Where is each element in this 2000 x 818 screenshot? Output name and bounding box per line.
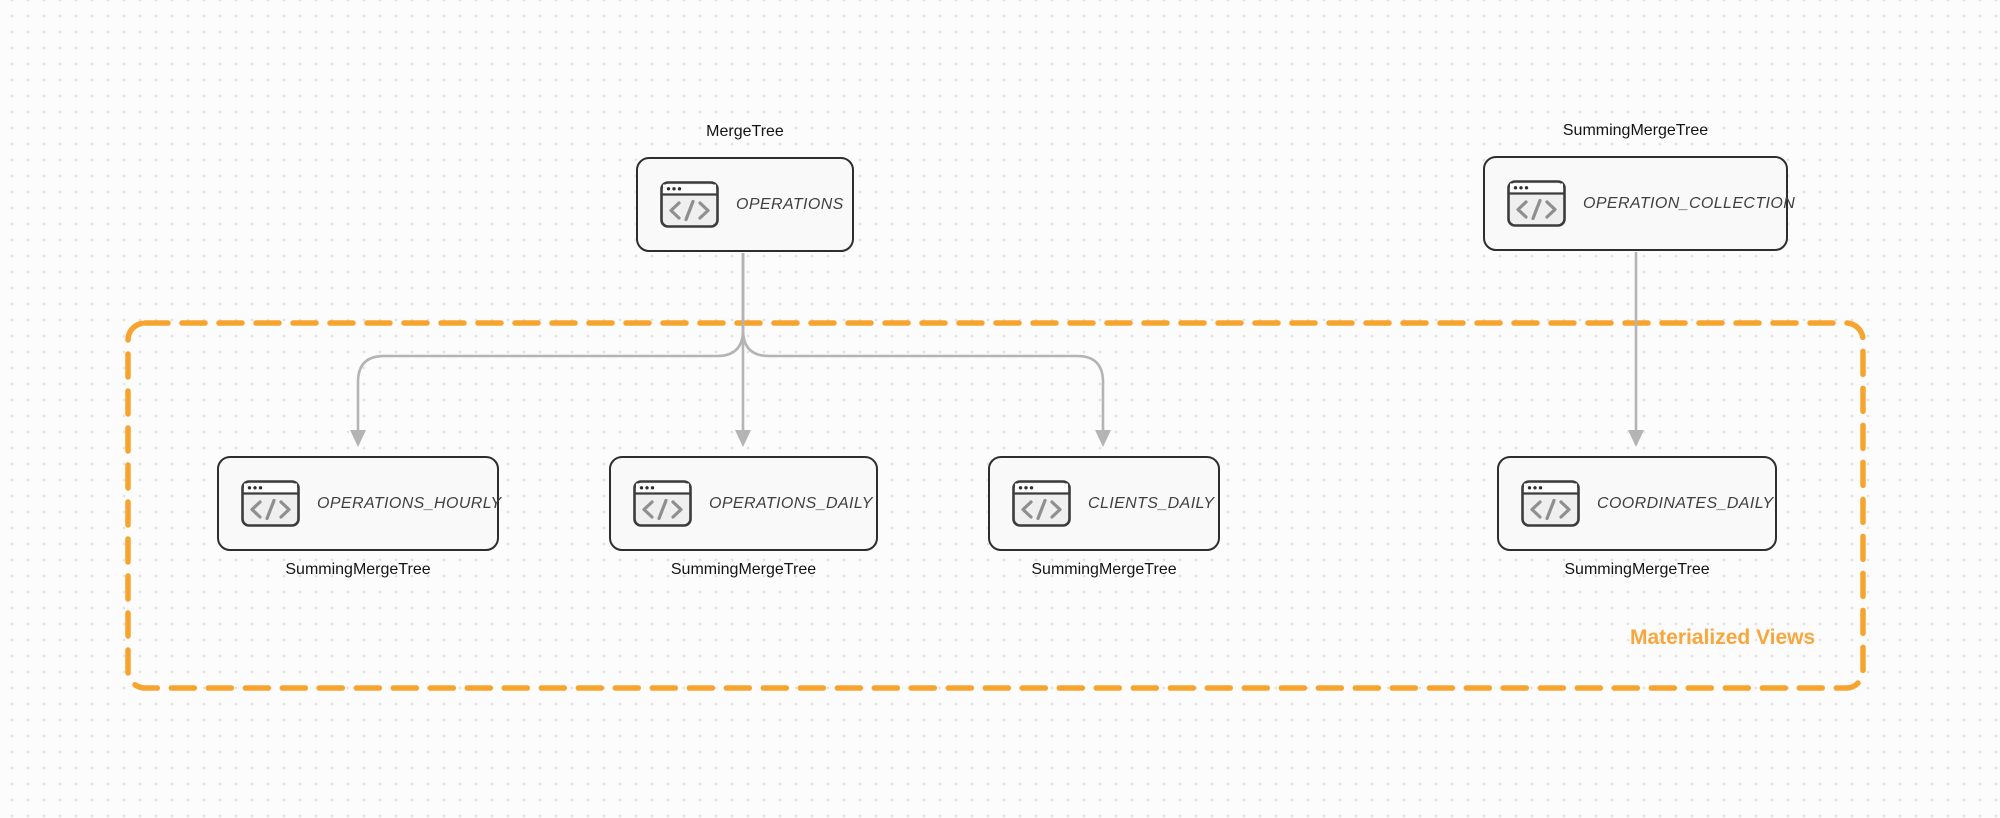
edge-operations-to-operations-hourly — [350, 253, 745, 447]
arrowhead — [1628, 430, 1644, 447]
table-box-operations-daily: OPERATIONS_DAILY — [609, 456, 878, 551]
engine-label-summingmergetree: SummingMergeTree — [1564, 561, 1710, 578]
table-name: OPERATIONS — [736, 195, 844, 213]
code-window-icon — [1521, 480, 1580, 527]
code-window-icon — [1012, 480, 1071, 527]
table-box-operations-hourly: OPERATIONS_HOURLY — [217, 456, 502, 551]
node-clients-daily: CLIENTS_DAILY SummingMergeTree — [988, 456, 1220, 580]
code-window-icon — [241, 480, 300, 527]
engine-label-summingmergetree: SummingMergeTree — [670, 561, 817, 578]
table-box-coordinates-daily: COORDINATES_DAILY — [1497, 456, 1777, 551]
table-name: OPERATION_COLLECTION — [1583, 194, 1796, 212]
edge-operations-to-clients-daily — [741, 253, 1111, 447]
table-box-operations: OPERATIONS — [636, 157, 854, 252]
code-window-icon — [1507, 180, 1566, 227]
node-coordinates-daily: COORDINATES_DAILY SummingMergeTree — [1497, 456, 1777, 580]
node-operations: MergeTree OPERATIONS — [636, 122, 854, 252]
arrowhead — [350, 430, 366, 447]
table-box-clients-daily: CLIENTS_DAILY — [988, 456, 1220, 551]
edge-operation-collection-to-coordinates-daily — [1628, 252, 1644, 447]
table-name: CLIENTS_DAILY — [1088, 494, 1215, 512]
table-name: COORDINATES_DAILY — [1597, 494, 1774, 512]
node-operation-collection: SummingMergeTree OPERATION_COLLECTION — [1483, 121, 1795, 251]
engine-label-summingmergetree: SummingMergeTree — [285, 561, 431, 578]
engine-label-summingmergetree: SummingMergeTree — [1031, 561, 1177, 578]
arrowhead — [735, 430, 751, 447]
code-window-icon — [633, 480, 692, 527]
code-window-icon — [660, 181, 719, 228]
table-name: OPERATIONS_HOURLY — [317, 494, 502, 512]
materialized-views-group-label: Materialized Views — [1630, 626, 1816, 649]
materialized-views-group-border — [125, 320, 1866, 691]
engine-label-mergetree: MergeTree — [706, 123, 784, 140]
engine-label-summingmergetree: SummingMergeTree — [1562, 122, 1709, 139]
node-operations-hourly: OPERATIONS_HOURLY SummingMergeTree — [217, 456, 502, 580]
table-box-operation-collection: OPERATION_COLLECTION — [1483, 156, 1795, 251]
table-name: OPERATIONS_DAILY — [709, 494, 873, 512]
arrowhead — [1095, 430, 1111, 447]
node-operations-daily: OPERATIONS_DAILY SummingMergeTree — [609, 456, 878, 580]
